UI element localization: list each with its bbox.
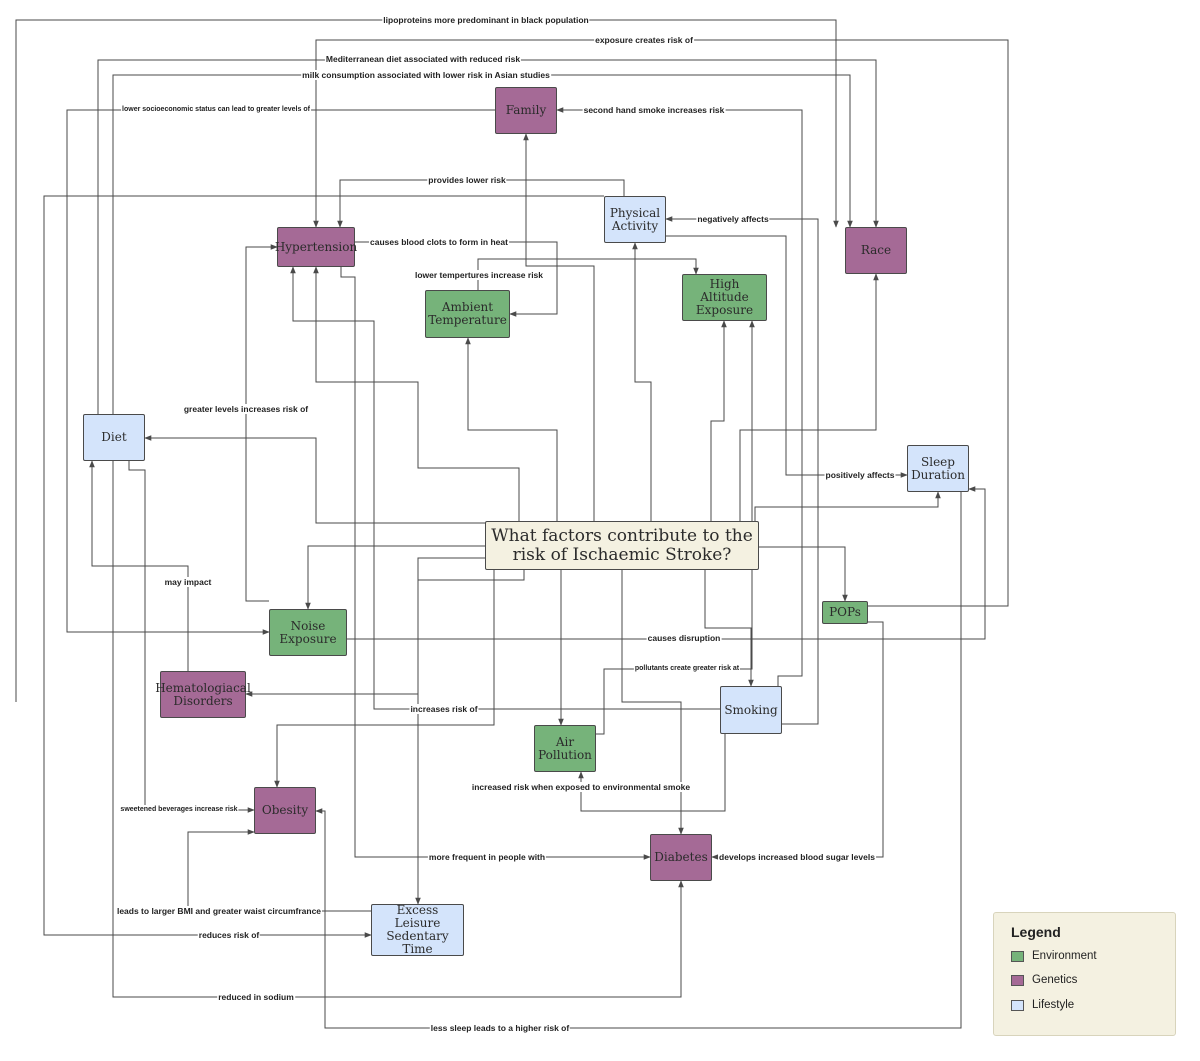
- smoking-label: Smoking: [724, 702, 778, 717]
- legend-swatch-environment: [1011, 950, 1024, 962]
- edge-sodium: [112, 461, 684, 998]
- high-altitude-node[interactable]: High Altitude Exposure: [682, 274, 767, 321]
- edge-env-smoke: [578, 734, 726, 812]
- edge-center-sleep: [754, 491, 941, 521]
- legend-item-environment: Environment: [1011, 950, 1097, 962]
- noise-exposure-node[interactable]: Noise Exposure: [269, 609, 347, 656]
- edge-increases-risk: [290, 266, 720, 710]
- edge-center-obesity: [274, 570, 495, 788]
- edge-label-second-hand: second hand smoke increases risk: [582, 105, 726, 115]
- edge-center-altitude: [710, 320, 727, 521]
- obesity-node[interactable]: Obesity: [254, 787, 316, 834]
- diabetes-node[interactable]: Diabetes: [650, 834, 712, 881]
- edge-blood-sugar: [711, 621, 884, 860]
- edge-label-milk: milk consumption associated with lower r…: [301, 70, 551, 80]
- edge-label-blood-clots: causes blood clots to form in heat: [369, 237, 509, 247]
- legend-title: Legend: [1011, 924, 1061, 940]
- edge-label-reduces-risk: reduces risk of: [197, 930, 261, 940]
- legend-item-genetics: Genetics: [1011, 974, 1077, 986]
- edge-center-hypertension: [313, 266, 520, 521]
- edge-center-temp: [465, 337, 558, 521]
- excess-leisure-label: Excess Leisure Sedentary Time: [386, 903, 449, 956]
- hematological-label: Hematologiacal Disorders: [155, 680, 251, 708]
- legend-swatch-lifestyle: [1011, 999, 1024, 1011]
- edge-center-family: [523, 133, 595, 521]
- diabetes-label: Diabetes: [654, 850, 708, 864]
- edge-label-increases-risk: increases risk of: [409, 704, 479, 714]
- edge-socioeconomic: [66, 109, 495, 635]
- ambient-temperature-label: Ambient Temperature: [428, 300, 507, 327]
- air-pollution-label: Air Pollution: [538, 734, 592, 762]
- edge-sweetened: [128, 461, 255, 813]
- physical-activity-node[interactable]: Physical Activity: [604, 196, 666, 243]
- pops-node[interactable]: POPs: [822, 601, 868, 624]
- edge-center-leisure: [415, 570, 525, 905]
- edge-bmi: [187, 829, 371, 912]
- edge-label-greater-levels: greater levels increases risk of: [182, 404, 310, 414]
- race-label: Race: [860, 243, 892, 257]
- race-node[interactable]: Race: [845, 227, 907, 274]
- legend-label-genetics: Genetics: [1032, 974, 1078, 986]
- central-question-text: What factors contribute to the risk of I…: [491, 525, 753, 565]
- edge-label-may-impact: may impact: [163, 577, 213, 587]
- legend-label-environment: Environment: [1032, 950, 1097, 962]
- family-label: Family: [505, 103, 547, 117]
- edge-label-causes-disruption: causes disruption: [646, 633, 722, 643]
- edge-label-lipoproteins: lipoproteins more predominant in black p…: [382, 15, 590, 25]
- edge-label-positively: positively affects: [824, 470, 896, 480]
- edge-center-race: [739, 273, 879, 521]
- edge-center-pa: [632, 242, 652, 521]
- edge-provides-lower: [337, 179, 625, 228]
- obesity-label: Obesity: [261, 803, 309, 817]
- air-pollution-node[interactable]: Air Pollution: [534, 725, 596, 772]
- edge-label-less-sleep: less sleep leads to a higher risk of: [429, 1023, 571, 1033]
- edge-label-more-frequent: more frequent in people with: [427, 852, 547, 862]
- sleep-duration-label: Sleep Duration: [911, 454, 965, 482]
- legend: Legend Environment Genetics Lifestyle: [993, 912, 1176, 1036]
- edge-center-smoking: [704, 570, 754, 687]
- edge-may-impact: [89, 460, 189, 671]
- hematological-disorders-node[interactable]: Hematologiacal Disorders: [155, 671, 251, 718]
- edge-label-provides-lower: provides lower risk: [427, 175, 507, 185]
- edge-label-negatively: negatively affects: [696, 214, 770, 224]
- edge-center-diabetes: [621, 570, 684, 835]
- edge-label-mediterranean: Mediterranean diet associated with reduc…: [324, 54, 522, 64]
- legend-item-lifestyle: Lifestyle: [1011, 999, 1074, 1011]
- edge-label-exposure: exposure creates risk of: [594, 35, 694, 45]
- edge-label-socioeconomic: lower socioeconomic status can lead to g…: [121, 105, 311, 115]
- pops-label: POPs: [829, 605, 861, 619]
- ambient-temperature-node[interactable]: Ambient Temperature: [425, 290, 510, 338]
- legend-swatch-genetics: [1011, 974, 1024, 986]
- edge-label-bmi: leads to larger BMI and greater waist ci…: [115, 906, 323, 916]
- edge-label-blood-sugar: develops increased blood sugar levels: [718, 852, 876, 862]
- high-altitude-label: High Altitude Exposure: [695, 277, 754, 317]
- smoking-node[interactable]: Smoking: [720, 686, 782, 734]
- family-node[interactable]: Family: [495, 87, 557, 134]
- noise-exposure-label: Noise Exposure: [279, 618, 337, 646]
- edge-label-env-smoke: increased risk when exposed to environme…: [470, 782, 692, 792]
- edge-label-pollutants: pollutants create greater risk at: [633, 664, 741, 674]
- edge-lipoproteins: [15, 19, 839, 702]
- physical-activity-label: Physical Activity: [609, 205, 661, 233]
- hypertension-node[interactable]: Hypertension: [275, 227, 357, 267]
- excess-leisure-node[interactable]: Excess Leisure Sedentary Time: [371, 904, 464, 956]
- diet-label: Diet: [101, 430, 127, 444]
- central-question-node[interactable]: What factors contribute to the risk of I…: [485, 521, 759, 570]
- diet-node[interactable]: Diet: [83, 414, 145, 461]
- legend-label-lifestyle: Lifestyle: [1032, 999, 1075, 1011]
- edge-label-sodium: reduced in sodium: [217, 992, 295, 1002]
- edge-center-pops: [759, 546, 848, 602]
- sleep-duration-node[interactable]: Sleep Duration: [907, 445, 969, 492]
- edge-label-lower-temp: lower tempertures increase risk: [413, 270, 545, 280]
- edge-less-sleep: [315, 492, 962, 1029]
- hypertension-label: Hypertension: [274, 239, 358, 254]
- edge-label-sweetened: sweetened beverages increase risk: [119, 805, 239, 815]
- edge-center-diet: [144, 435, 485, 524]
- edge-center-noise: [305, 545, 485, 610]
- edge-greater-levels: [245, 244, 278, 602]
